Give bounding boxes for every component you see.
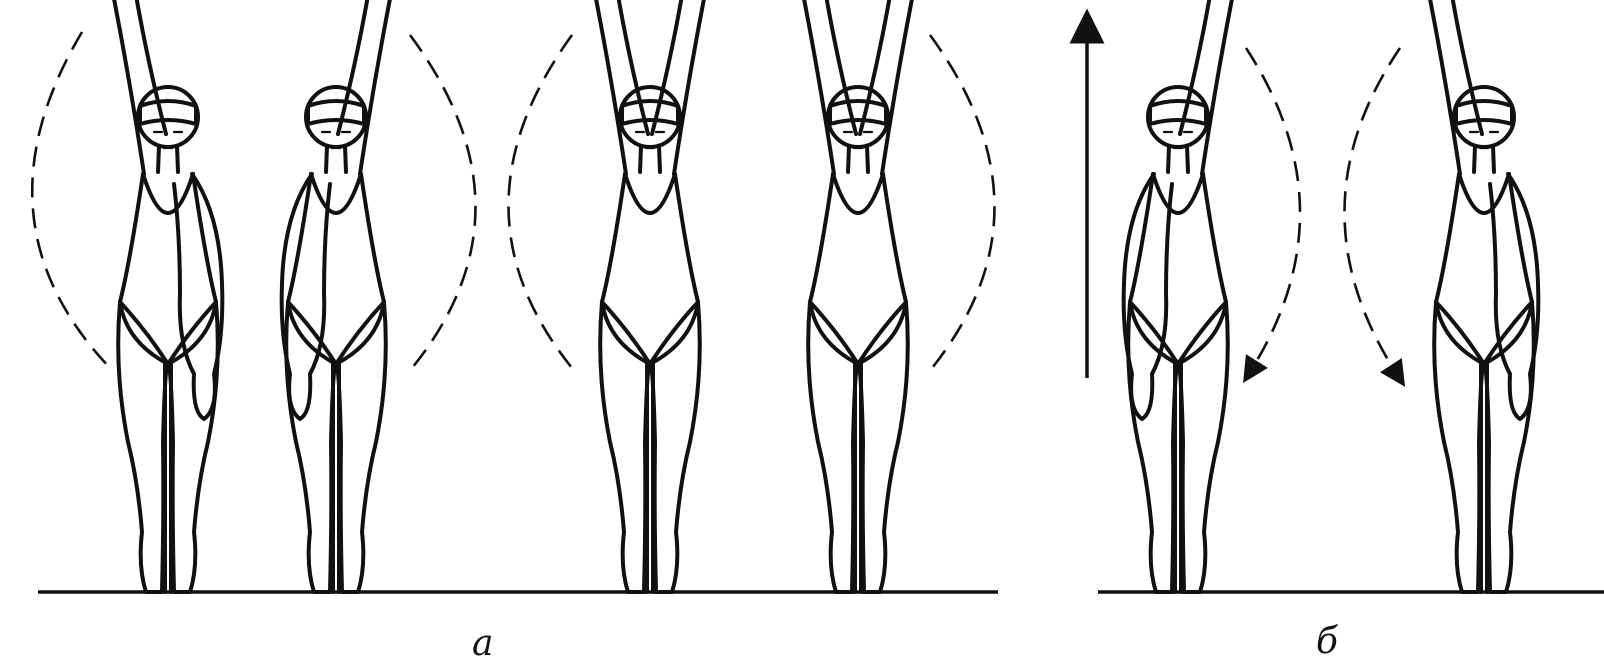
swimmer-figure-6 [1412,0,1538,592]
swimmer-figure-3 [578,0,721,592]
arm-rotation-arc-3 [509,35,573,368]
swimmer-figure-1 [96,0,222,592]
swimmer-figure-4 [786,0,929,592]
swimmer-figure-5 [1124,0,1250,592]
clipped-text-fragment [1594,18,1604,88]
arm-rotation-arc-1 [32,32,110,368]
arm-rotation-arc-4 [930,35,995,368]
panel-label-a: а [472,626,493,662]
panel-label-b: б [1316,624,1338,660]
swimmer-figure-2 [282,0,408,592]
arm-swing-arc-6 [1344,48,1400,376]
arm-rotation-arc-2 [410,35,476,368]
arm-swing-arc-5 [1246,48,1300,372]
